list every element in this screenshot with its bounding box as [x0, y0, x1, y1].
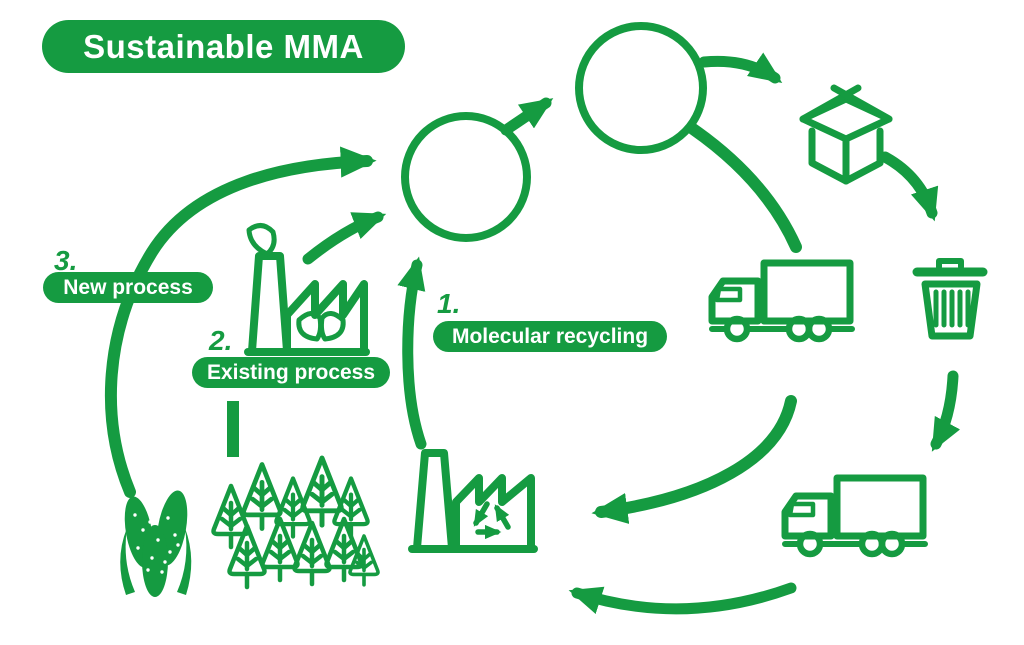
forest-icon — [214, 458, 380, 587]
arrow-polymer-to-box — [698, 52, 783, 84]
packaging-box-icon — [799, 84, 893, 185]
step-number-1: 1. — [437, 288, 461, 319]
delivery-truck-icon — [712, 263, 852, 339]
leaf-icon — [246, 223, 277, 257]
monomer-circle — [401, 112, 531, 242]
arrow-existing-process — [302, 211, 387, 265]
arrow-monomer-to-polymer — [500, 97, 554, 136]
collection-truck-icon — [785, 478, 925, 554]
label-existing-process: Existing process — [192, 357, 390, 388]
leaf-icon — [318, 311, 346, 342]
arrow-box-to-bin — [879, 151, 939, 222]
arrow-truck-to-recycling-plant — [568, 582, 797, 615]
step-number-3: 3. — [54, 245, 78, 276]
recycling-plant-icon — [408, 449, 538, 553]
crops-icon — [120, 490, 192, 597]
recycle-symbol-icon — [473, 501, 511, 540]
arrow-molecular-recycling — [397, 256, 427, 450]
polymer-circle — [575, 22, 707, 154]
label-new-process: New process — [43, 272, 213, 303]
leaf-icon — [296, 311, 324, 342]
bio-plant-icon — [244, 223, 370, 356]
label-molecular-recycling: Molecular recycling — [433, 321, 667, 352]
step-number-2: 2. — [209, 325, 233, 356]
waste-bin-icon — [912, 258, 988, 340]
arrow-bin-to-truck — [930, 370, 961, 452]
title-badge: Sustainable MMA — [42, 20, 405, 73]
arc-new-process — [104, 146, 377, 498]
arc-polymer-to-recycling-plant — [591, 123, 802, 524]
